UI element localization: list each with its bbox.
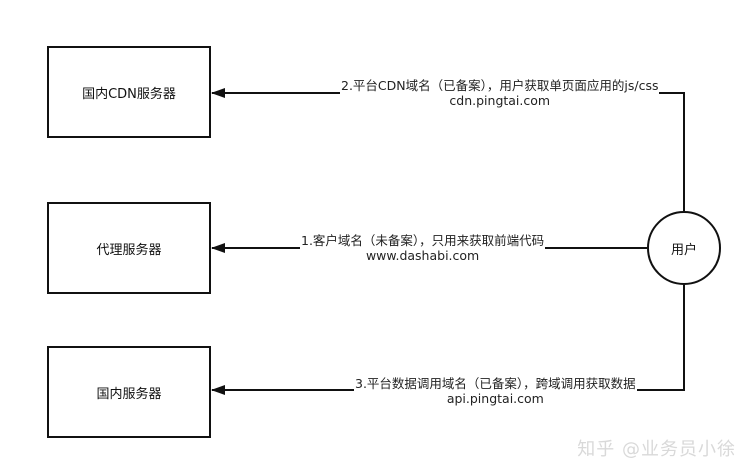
cdn-edge-label: 2.平台CDN域名（已备案），用户获取单页面应用的js/css cdn.ping… bbox=[340, 78, 660, 108]
user-node: 用户 bbox=[647, 211, 721, 285]
cdn-server-node: 国内CDN服务器 bbox=[47, 46, 211, 138]
watermark: 知乎 @业务员小徐 bbox=[577, 439, 736, 460]
api-edge-label-line1: 3.平台数据调用域名（已备案），跨域调用获取数据 bbox=[355, 376, 636, 391]
cdn-server-label: 国内CDN服务器 bbox=[82, 86, 176, 102]
edge-user-to-cdn bbox=[211, 88, 685, 211]
proxy-edge-label: 1.客户域名（未备案），只用来获取前端代码 www.dashabi.com bbox=[300, 233, 546, 263]
edge-user-to-domestic bbox=[211, 285, 685, 395]
cdn-edge-label-line2: cdn.pingtai.com bbox=[449, 93, 551, 108]
api-edge-label-line2: api.pingtai.com bbox=[446, 391, 544, 406]
proxy-server-label: 代理服务器 bbox=[96, 242, 162, 258]
domestic-server-label: 国内服务器 bbox=[96, 386, 162, 402]
domestic-server-node: 国内服务器 bbox=[47, 346, 211, 438]
user-label: 用户 bbox=[670, 242, 697, 258]
api-edge-label: 3.平台数据调用域名（已备案），跨域调用获取数据 api.pingtai.com bbox=[354, 376, 637, 406]
proxy-server-node: 代理服务器 bbox=[47, 202, 211, 294]
cdn-edge-label-line1: 2.平台CDN域名（已备案），用户获取单页面应用的js/css bbox=[341, 78, 659, 93]
proxy-edge-label-line1: 1.客户域名（未备案），只用来获取前端代码 bbox=[301, 233, 545, 248]
proxy-edge-label-line2: www.dashabi.com bbox=[365, 248, 480, 263]
